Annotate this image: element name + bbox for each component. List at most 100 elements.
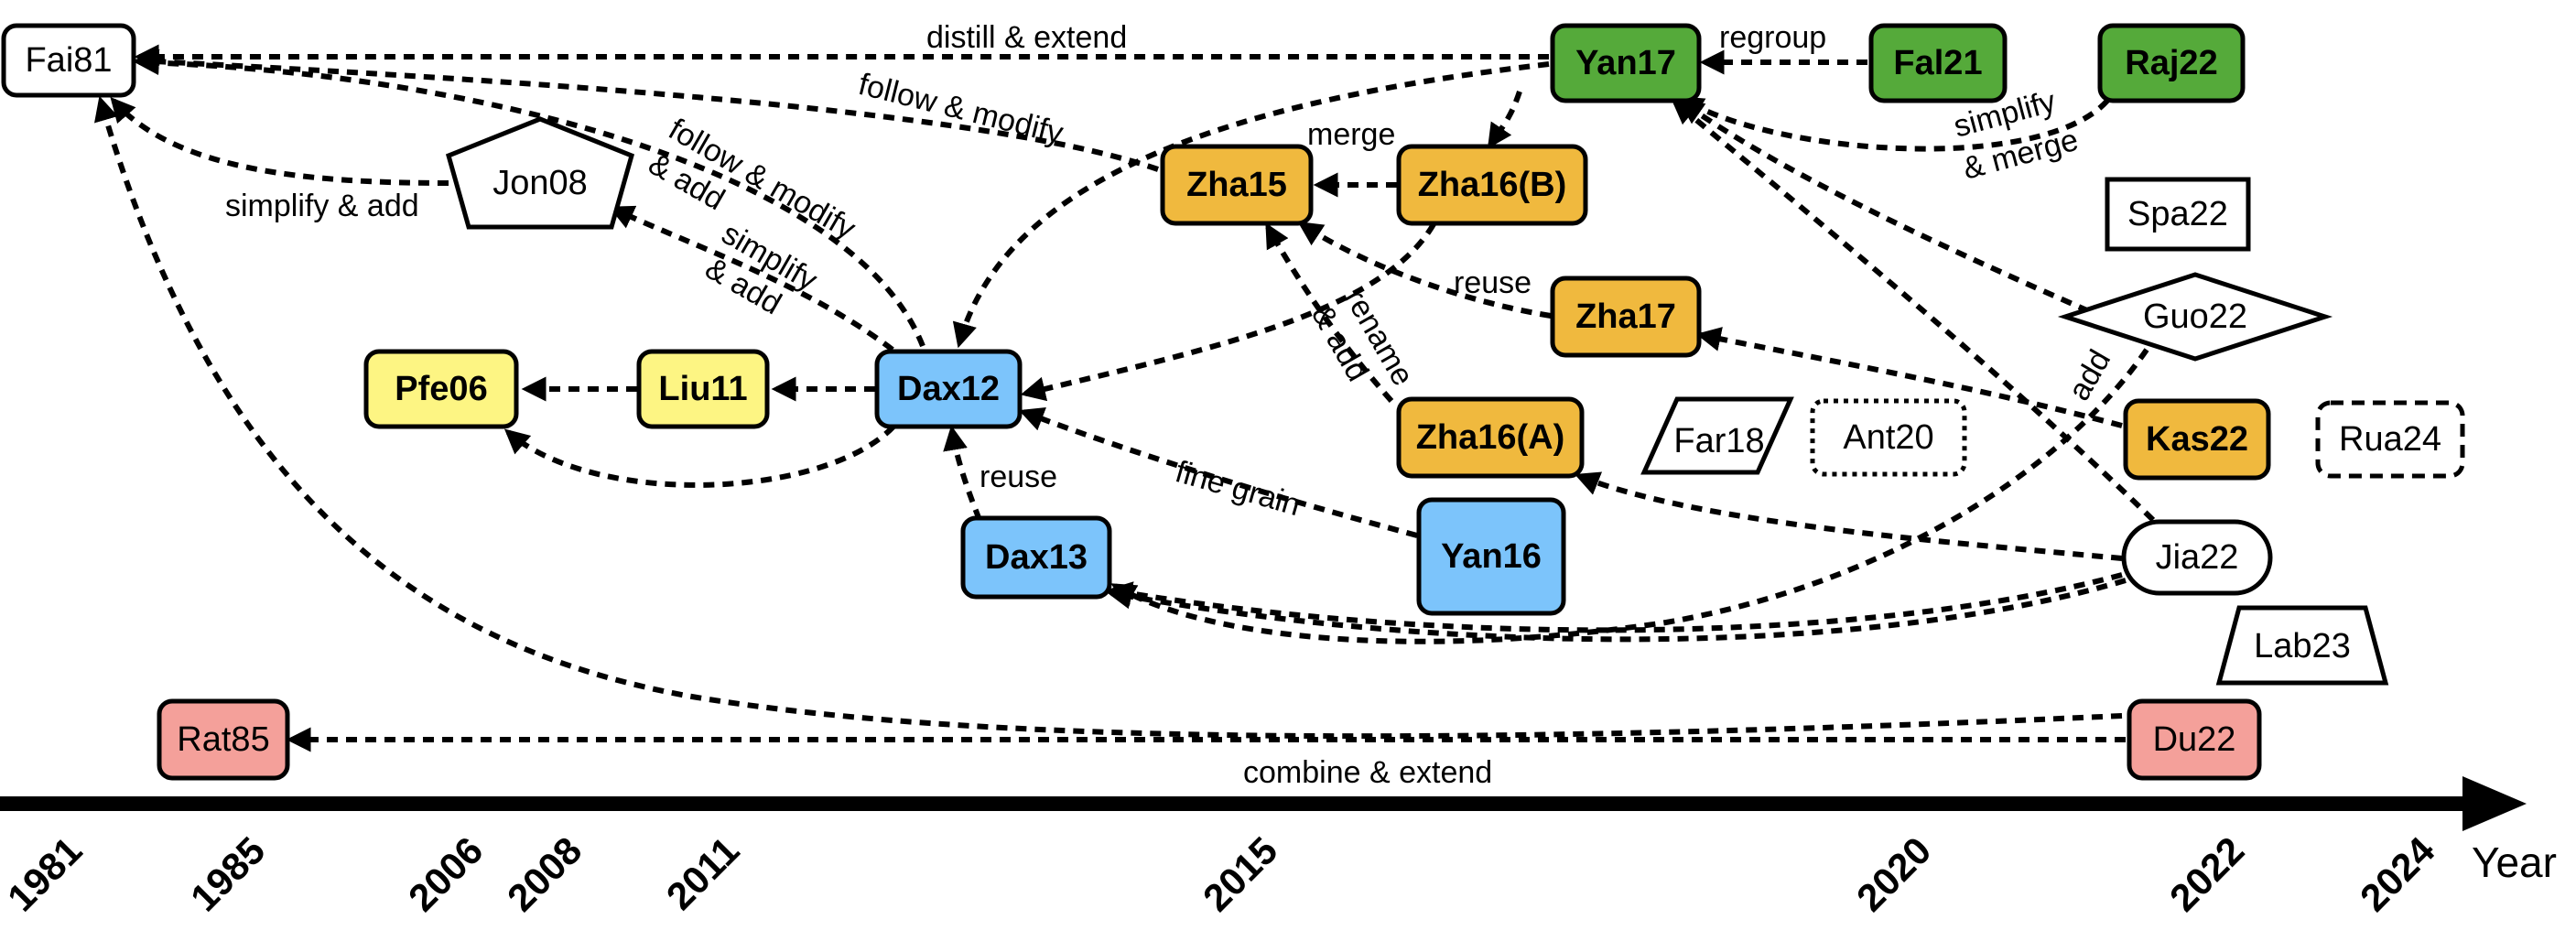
- edge-dax12-fai81: [134, 50, 925, 348]
- node-jon08-pentagon: [445, 116, 635, 230]
- label-simplify-add-left: simplify & add: [225, 189, 419, 223]
- node-zha15-box: [1160, 144, 1314, 226]
- node-lab23-label: Lab23: [2254, 627, 2351, 665]
- node-guo22: Guo22: [2057, 272, 2333, 362]
- node-ant20-label: Ant20: [1843, 418, 1933, 457]
- edge-yan17-zha16b: [1488, 91, 1522, 149]
- node-du22-box: [2127, 698, 2262, 781]
- node-pfe06: Pfe06: [363, 349, 519, 429]
- node-yan17-label: Yan17: [1575, 44, 1676, 82]
- node-rua24-box: [2315, 400, 2465, 479]
- node-lab23: Lab23: [2215, 605, 2389, 686]
- node-spa22-box: [2105, 177, 2251, 252]
- node-ant20-box: [1810, 398, 1967, 477]
- node-fal21-label: Fal21: [1893, 44, 1982, 82]
- node-far18-parallelogram: [1640, 396, 1794, 475]
- node-ant20: Ant20: [1810, 398, 1967, 477]
- node-zha15: Zha15: [1160, 144, 1314, 226]
- node-jia22-box: [2121, 519, 2273, 596]
- node-kas22-box: [2123, 398, 2271, 481]
- nodes: Fai81 Jon08 Pfe06 Liu11 Dax12 Dax13: [1, 23, 2465, 781]
- edge-du22-fai81: [94, 95, 2123, 740]
- node-guo22-diamond: [2057, 272, 2333, 362]
- edge-jia22-dax13-a: [1107, 572, 2123, 633]
- node-zha16b: Zha16(B): [1396, 144, 1588, 226]
- label-reuse-dax13: reuse: [980, 460, 1057, 494]
- node-yan16: Yan16: [1416, 497, 1566, 616]
- node-zha16a-label: Zha16(A): [1416, 418, 1565, 457]
- node-jia22-label: Jia22: [2156, 538, 2239, 577]
- node-fai81: Fai81: [1, 23, 136, 98]
- node-dax13-box: [960, 515, 1112, 600]
- node-zha16a-box: [1396, 396, 1585, 479]
- node-zha16a: Zha16(A): [1396, 396, 1585, 479]
- edge-zha17-zha15: [1297, 222, 1552, 319]
- node-spa22-label: Spa22: [2127, 195, 2228, 233]
- year-2024: 2024: [2352, 828, 2443, 920]
- node-zha17: Zha17: [1550, 276, 1702, 358]
- edge-kas22-zha17: [1695, 327, 2123, 428]
- node-dax13-label: Dax13: [985, 538, 1088, 577]
- node-lab23-trapezoid: [2215, 605, 2389, 686]
- year-2020: 2020: [1848, 828, 1939, 919]
- node-raj22: Raj22: [2097, 23, 2246, 103]
- year-2022: 2022: [2161, 828, 2252, 919]
- year-2008: 2008: [499, 828, 590, 919]
- axis-arrowhead: [2462, 776, 2527, 831]
- timeline-axis: 1981 1985 2006 2008 2011 2015 2020 2022 …: [0, 776, 2557, 919]
- node-liu11-box: [636, 349, 770, 429]
- label-distill-extend: distill & extend: [926, 20, 1127, 55]
- node-du22: Du22: [2127, 698, 2262, 781]
- node-spa22: Spa22: [2105, 177, 2251, 252]
- node-yan16-box: [1416, 497, 1566, 616]
- node-kas22-label: Kas22: [2146, 420, 2248, 459]
- node-liu11-label: Liu11: [658, 370, 747, 408]
- node-pfe06-box: [363, 349, 519, 429]
- label-reuse-zha17: reuse: [1454, 265, 1532, 300]
- edge-zha16b-dax12: [1020, 222, 1436, 402]
- node-dax13: Dax13: [960, 515, 1112, 600]
- edge-guo22-yan17: [1678, 99, 2091, 314]
- node-zha15-label: Zha15: [1186, 166, 1287, 204]
- year-1981: 1981: [0, 828, 90, 919]
- node-rua24: Rua24: [2315, 400, 2465, 479]
- node-rat85-label: Rat85: [177, 720, 269, 759]
- node-jon08-label: Jon08: [492, 164, 588, 202]
- year-1985: 1985: [182, 828, 273, 919]
- node-fai81-box: [1, 23, 136, 98]
- node-rat85: Rat85: [157, 698, 290, 781]
- edge-zha15-fai81: [134, 49, 1159, 172]
- edge-dax12-jon08: [609, 205, 894, 352]
- edge-yan17-dax12: [952, 61, 1550, 349]
- node-pfe06-label: Pfe06: [395, 370, 487, 408]
- year-2006: 2006: [400, 828, 491, 919]
- node-guo22-label: Guo22: [2143, 297, 2247, 336]
- axis-title-year: Year: [2472, 838, 2557, 886]
- node-yan16-label: Yan16: [1441, 537, 1542, 576]
- edge-raj22-yan17: [1678, 96, 2110, 152]
- node-zha16b-label: Zha16(B): [1418, 166, 1567, 204]
- node-fal21: Fal21: [1868, 23, 2008, 103]
- edge-jia22-dax13-b: [1106, 578, 2127, 643]
- node-liu11: Liu11: [636, 349, 770, 429]
- node-zha16b-box: [1396, 144, 1588, 226]
- label-fine-grain: fine grain: [1172, 454, 1304, 523]
- edge-jia22-yan17: [1671, 99, 2156, 523]
- edge-dax13-dax12: [943, 425, 982, 522]
- node-jia22: Jia22: [2121, 519, 2273, 596]
- node-dax12-box: [874, 349, 1023, 429]
- node-yan17: Yan17: [1550, 23, 1702, 103]
- node-far18-label: Far18: [1673, 422, 1764, 460]
- node-zha17-label: Zha17: [1575, 297, 1676, 336]
- year-2011: 2011: [658, 828, 748, 918]
- node-raj22-box: [2097, 23, 2246, 103]
- node-du22-label: Du22: [2153, 720, 2236, 759]
- node-dax12: Dax12: [874, 349, 1023, 429]
- label-follow-modify-top: follow & modify: [855, 67, 1066, 151]
- node-fal21-box: [1868, 23, 2008, 103]
- year-2015: 2015: [1195, 828, 1285, 919]
- edge-dax12-pfe06: [503, 424, 896, 488]
- node-rua24-label: Rua24: [2339, 420, 2441, 459]
- node-dax12-label: Dax12: [897, 370, 1000, 408]
